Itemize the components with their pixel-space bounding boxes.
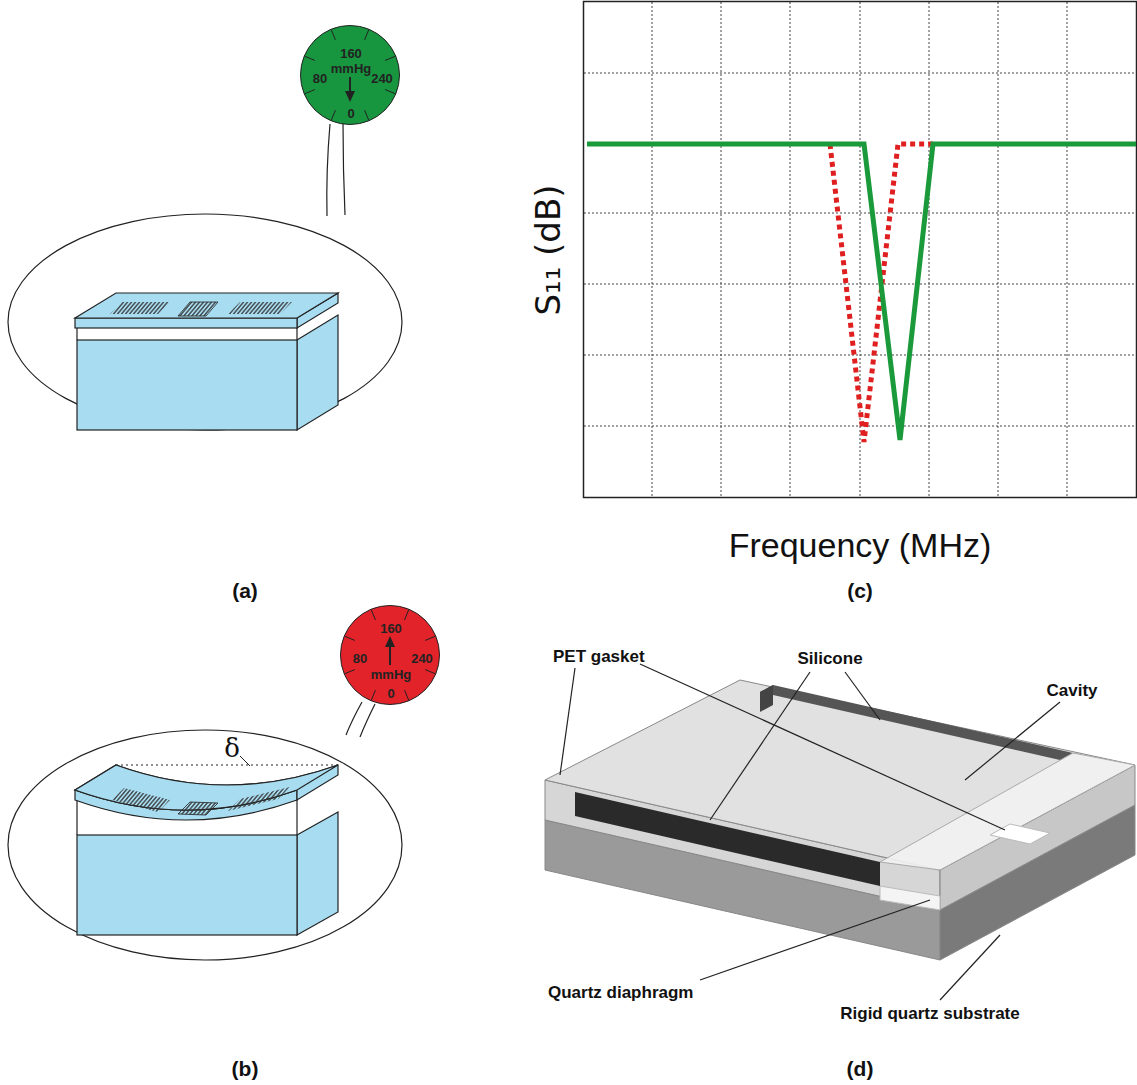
pressure-gauge: 160 80 240mmHg 0 [340, 605, 440, 705]
gauge-scale-text: 80 [353, 652, 367, 665]
sensor-deflected [75, 765, 338, 935]
panel-label: (c) [847, 580, 873, 601]
sensor-flat [75, 293, 338, 430]
deflection-symbol: δ [224, 735, 240, 761]
gauge-scale-text: mmHg [371, 668, 411, 681]
gauge-scale-text: 80 [313, 72, 327, 85]
zoom-ellipse [8, 214, 402, 430]
gauge-scale-text: 0 [347, 107, 354, 120]
reference-line [116, 764, 338, 765]
gauge-scale-text: mmHg [331, 62, 371, 75]
pressure-gauge: 160 mmHg 80 240 0 [300, 25, 400, 125]
zoom-ellipse [8, 730, 402, 960]
part-name: Silicone [797, 650, 862, 667]
chart-frame [584, 2, 1137, 498]
panel-label: (a) [232, 580, 258, 601]
part-name: PET gasket [553, 648, 645, 665]
resonance-curve [587, 144, 1136, 440]
gauge-scale-text: 240 [371, 72, 393, 85]
chart-grid [584, 2, 1136, 497]
tube [327, 124, 330, 216]
tube [346, 702, 362, 735]
tube [343, 123, 345, 215]
axis-title: S₁₁ (dB) [531, 184, 565, 315]
leader-line [240, 756, 250, 766]
leader-lines [560, 664, 1060, 1000]
gauge-scale-text: 160 [340, 47, 362, 60]
gauge-scale-text: 0 [387, 687, 394, 700]
gauge-scale-text: 160 [380, 622, 402, 635]
panel-label: (b) [232, 1058, 259, 1079]
panel-label: (d) [847, 1058, 874, 1079]
part-name: Quartz diaphragm [548, 984, 693, 1001]
part-name: Rigid quartz substrate [840, 1005, 1019, 1022]
gauge-scale-text: 240 [411, 652, 433, 665]
axis-title: Frequency (MHz) [729, 528, 992, 562]
part-name: Cavity [1046, 682, 1097, 699]
tube [360, 704, 375, 737]
sensor-3d [545, 680, 1135, 960]
